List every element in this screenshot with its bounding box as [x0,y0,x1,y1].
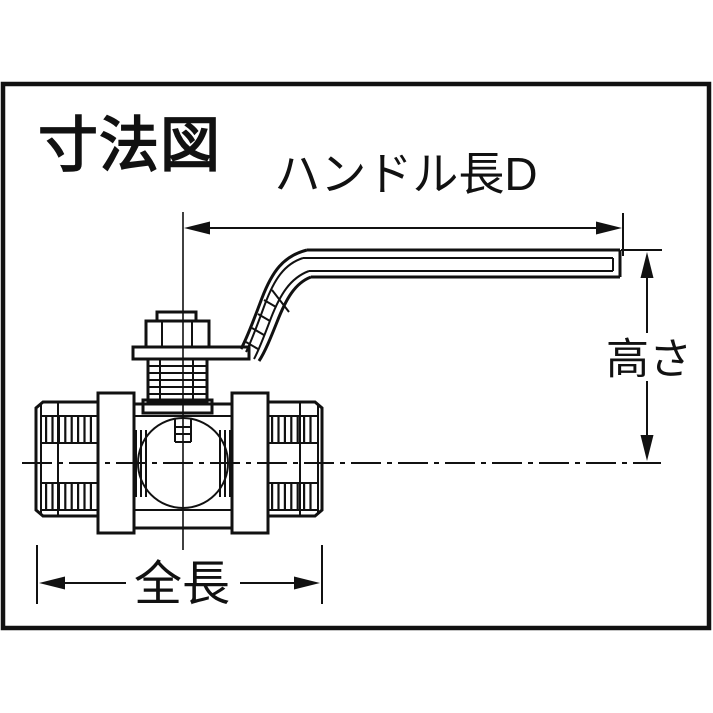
valve-body [34,391,324,535]
handle-length-label: ハンドル長D [274,148,537,200]
stem-slot [174,419,192,443]
height-label: 高さ [606,336,692,384]
handle-base-plate [131,345,251,361]
frame-border [0,81,712,631]
dimension-height: 高さ [606,249,692,461]
overall-length-label: 全長 [134,558,230,611]
right-thread-section [268,415,318,511]
dimension-handle-length: ハンドル長D [184,148,624,256]
handle-lever [239,248,622,362]
ball-seats [135,430,231,497]
diagram-title: 寸法図 [38,112,221,179]
ball [137,417,229,509]
dimension-overall-length: 全長 [36,545,323,611]
center-housing [132,402,234,530]
stem-top-cap [155,310,198,323]
arrow-down [640,435,654,461]
arrow-right [596,221,622,235]
centerlines [22,212,661,550]
arrow-left [184,221,210,235]
right-socket [266,400,324,518]
stem-hex-nut [144,319,211,349]
stem-assembly [131,310,251,415]
arrow-left [39,576,65,590]
arrow-right [294,576,320,590]
arrow-up [640,252,654,278]
left-thread-section [41,415,98,511]
